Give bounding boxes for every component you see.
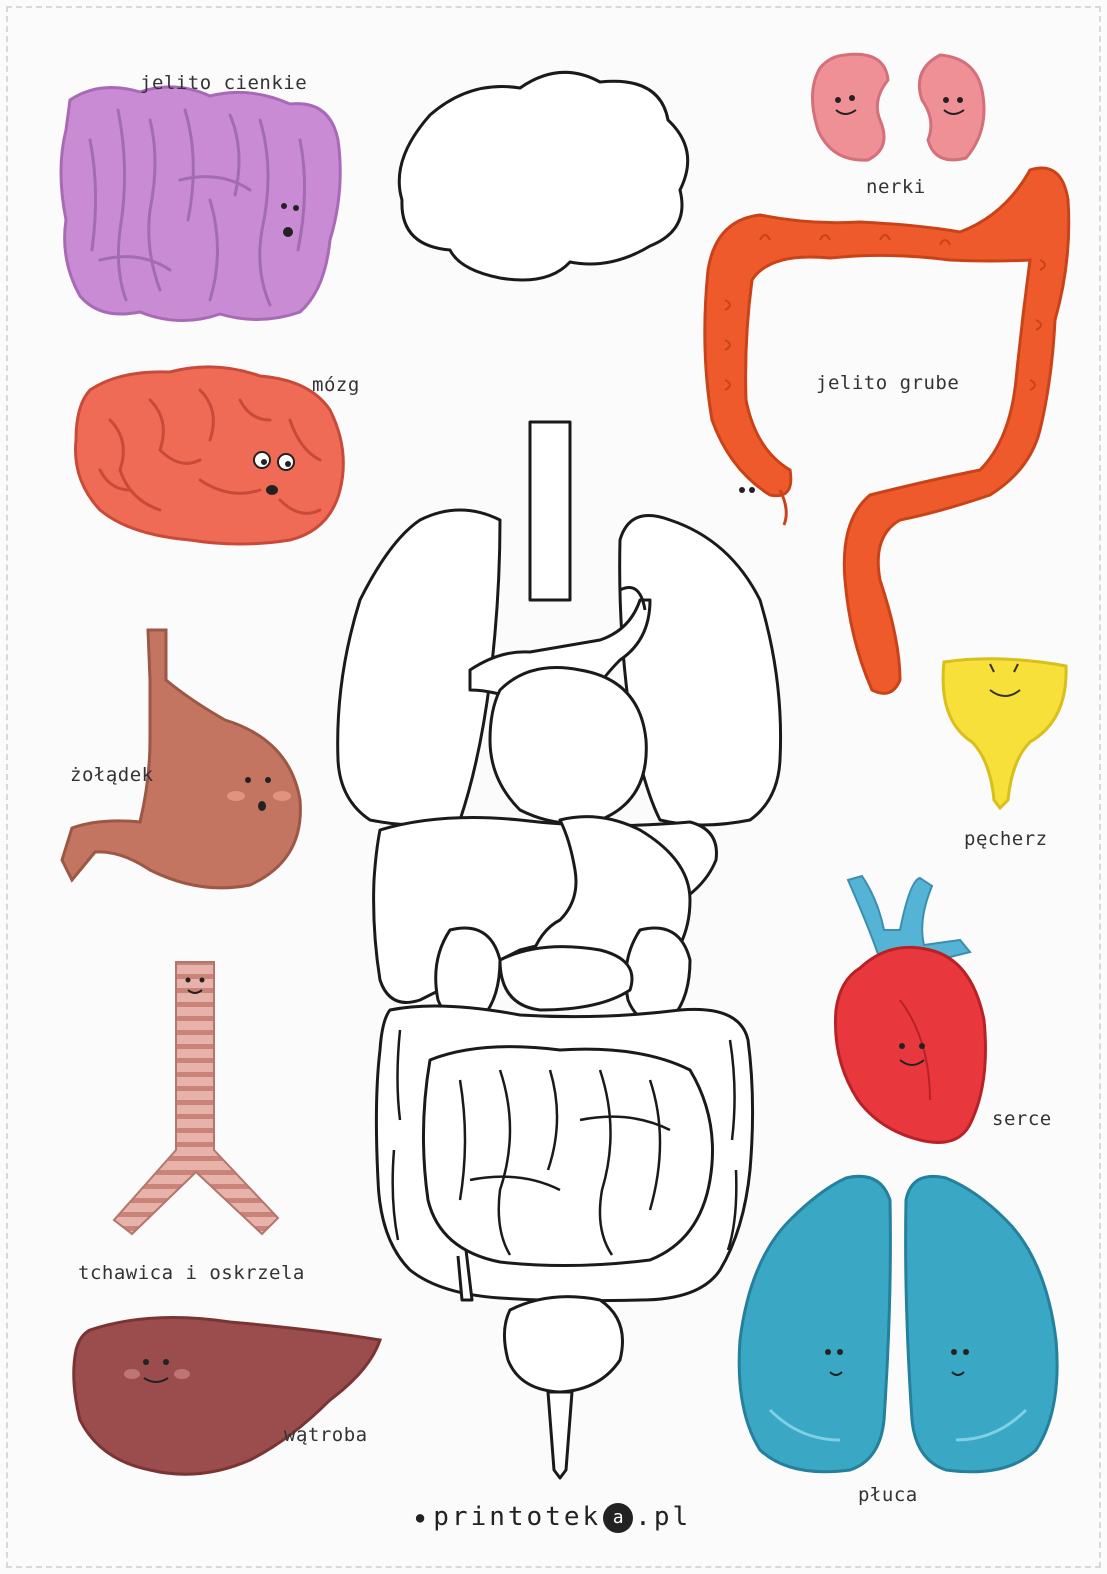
- label-stomach: żołądek: [70, 764, 154, 786]
- kidneys-cutout[interactable]: [812, 54, 984, 160]
- heart-cutout[interactable]: [835, 876, 985, 1143]
- bladder-cutout[interactable]: [943, 659, 1066, 808]
- body-outline-diagram: [338, 422, 781, 1478]
- small-intestine-cutout[interactable]: [61, 87, 340, 321]
- label-brain: mózg: [312, 374, 360, 396]
- logo-suffix: .pl: [635, 1502, 691, 1532]
- label-large-intestine: jelito grube: [816, 372, 959, 394]
- label-small-intestine: jelito cienkie: [140, 72, 307, 94]
- label-trachea: tchawica i oskrzela: [78, 1262, 305, 1284]
- logo-prefix: printotek: [433, 1502, 601, 1532]
- brain-outline: [399, 72, 687, 280]
- label-heart: serce: [992, 1108, 1052, 1130]
- lungs-cutout[interactable]: [739, 1176, 1057, 1471]
- trachea-cutout[interactable]: [114, 962, 278, 1234]
- stomach-cutout[interactable]: [62, 630, 300, 888]
- brain-cutout[interactable]: [76, 367, 344, 544]
- label-kidneys: nerki: [866, 176, 926, 198]
- logo-dot: ●: [416, 1510, 427, 1526]
- liver-cutout[interactable]: [74, 1318, 380, 1475]
- label-liver: wątroba: [284, 1424, 368, 1446]
- logo-badge: a: [603, 1503, 633, 1533]
- label-bladder: pęcherz: [964, 828, 1048, 850]
